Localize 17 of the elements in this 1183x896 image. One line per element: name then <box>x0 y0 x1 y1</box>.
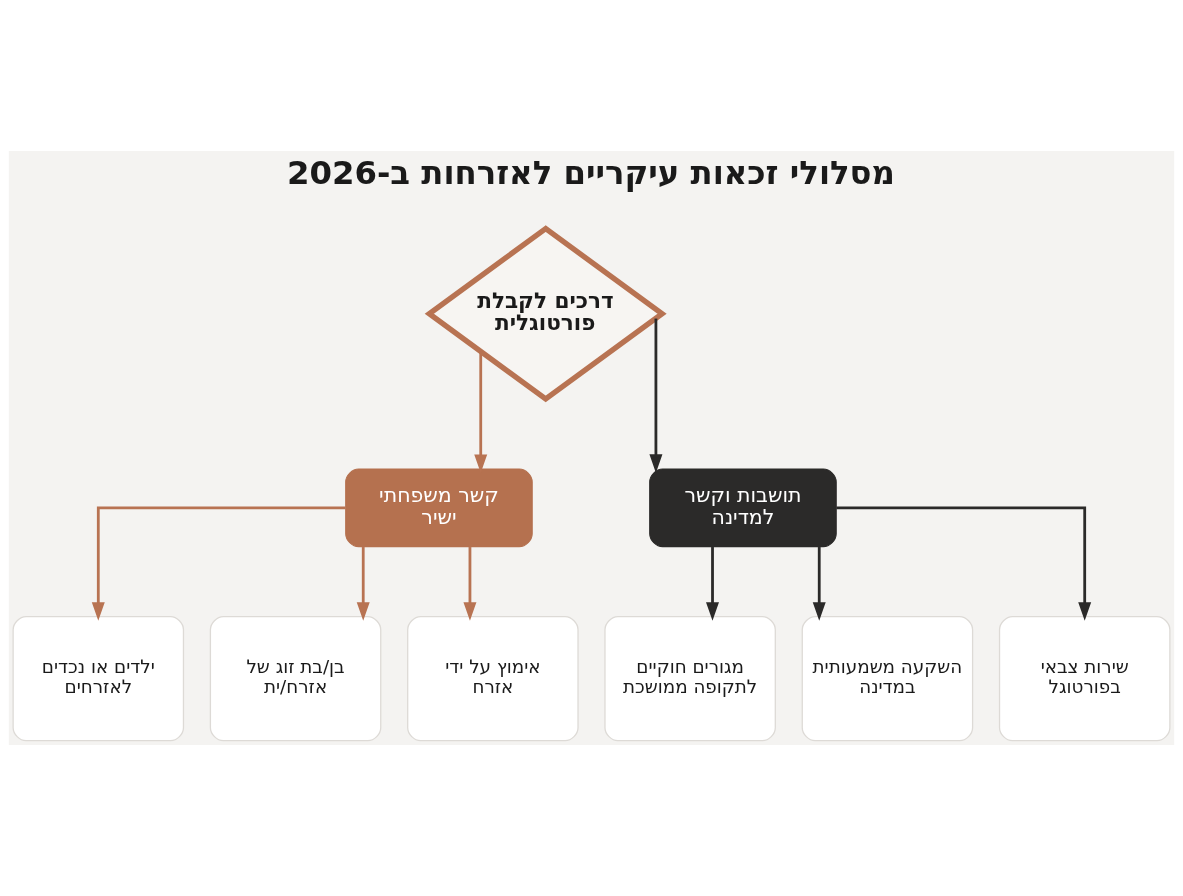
node-box: אימוץ על ידי אזרח <box>407 616 579 742</box>
arrow <box>649 318 663 473</box>
node-box: ילדים או נכדים לאזרחים <box>12 616 185 742</box>
node-box: שירות צבאי בפורטוגל <box>998 616 1171 742</box>
node-box: מגורים חוקיים לתקופה ממושכת <box>604 616 776 742</box>
arrow <box>706 547 719 621</box>
node-box: קשר משפחתי ישיר <box>345 468 533 548</box>
node-box: בן/בת זוג של אזרח/ית <box>209 616 382 742</box>
arrow <box>812 547 826 621</box>
diagram-title: מסלולי זכאות עיקריים לאזרחות ב-2026 <box>286 154 895 193</box>
arrow <box>463 547 477 621</box>
node-diamond: דרכים לקבלת פורטוגלית <box>424 225 667 403</box>
node-box: תושבות וקשר למדינה <box>649 468 837 548</box>
arrow <box>91 506 346 621</box>
node-box: השקעה משמעותית במדינה <box>801 616 974 742</box>
arrow <box>356 547 370 621</box>
arrow <box>836 506 1092 621</box>
